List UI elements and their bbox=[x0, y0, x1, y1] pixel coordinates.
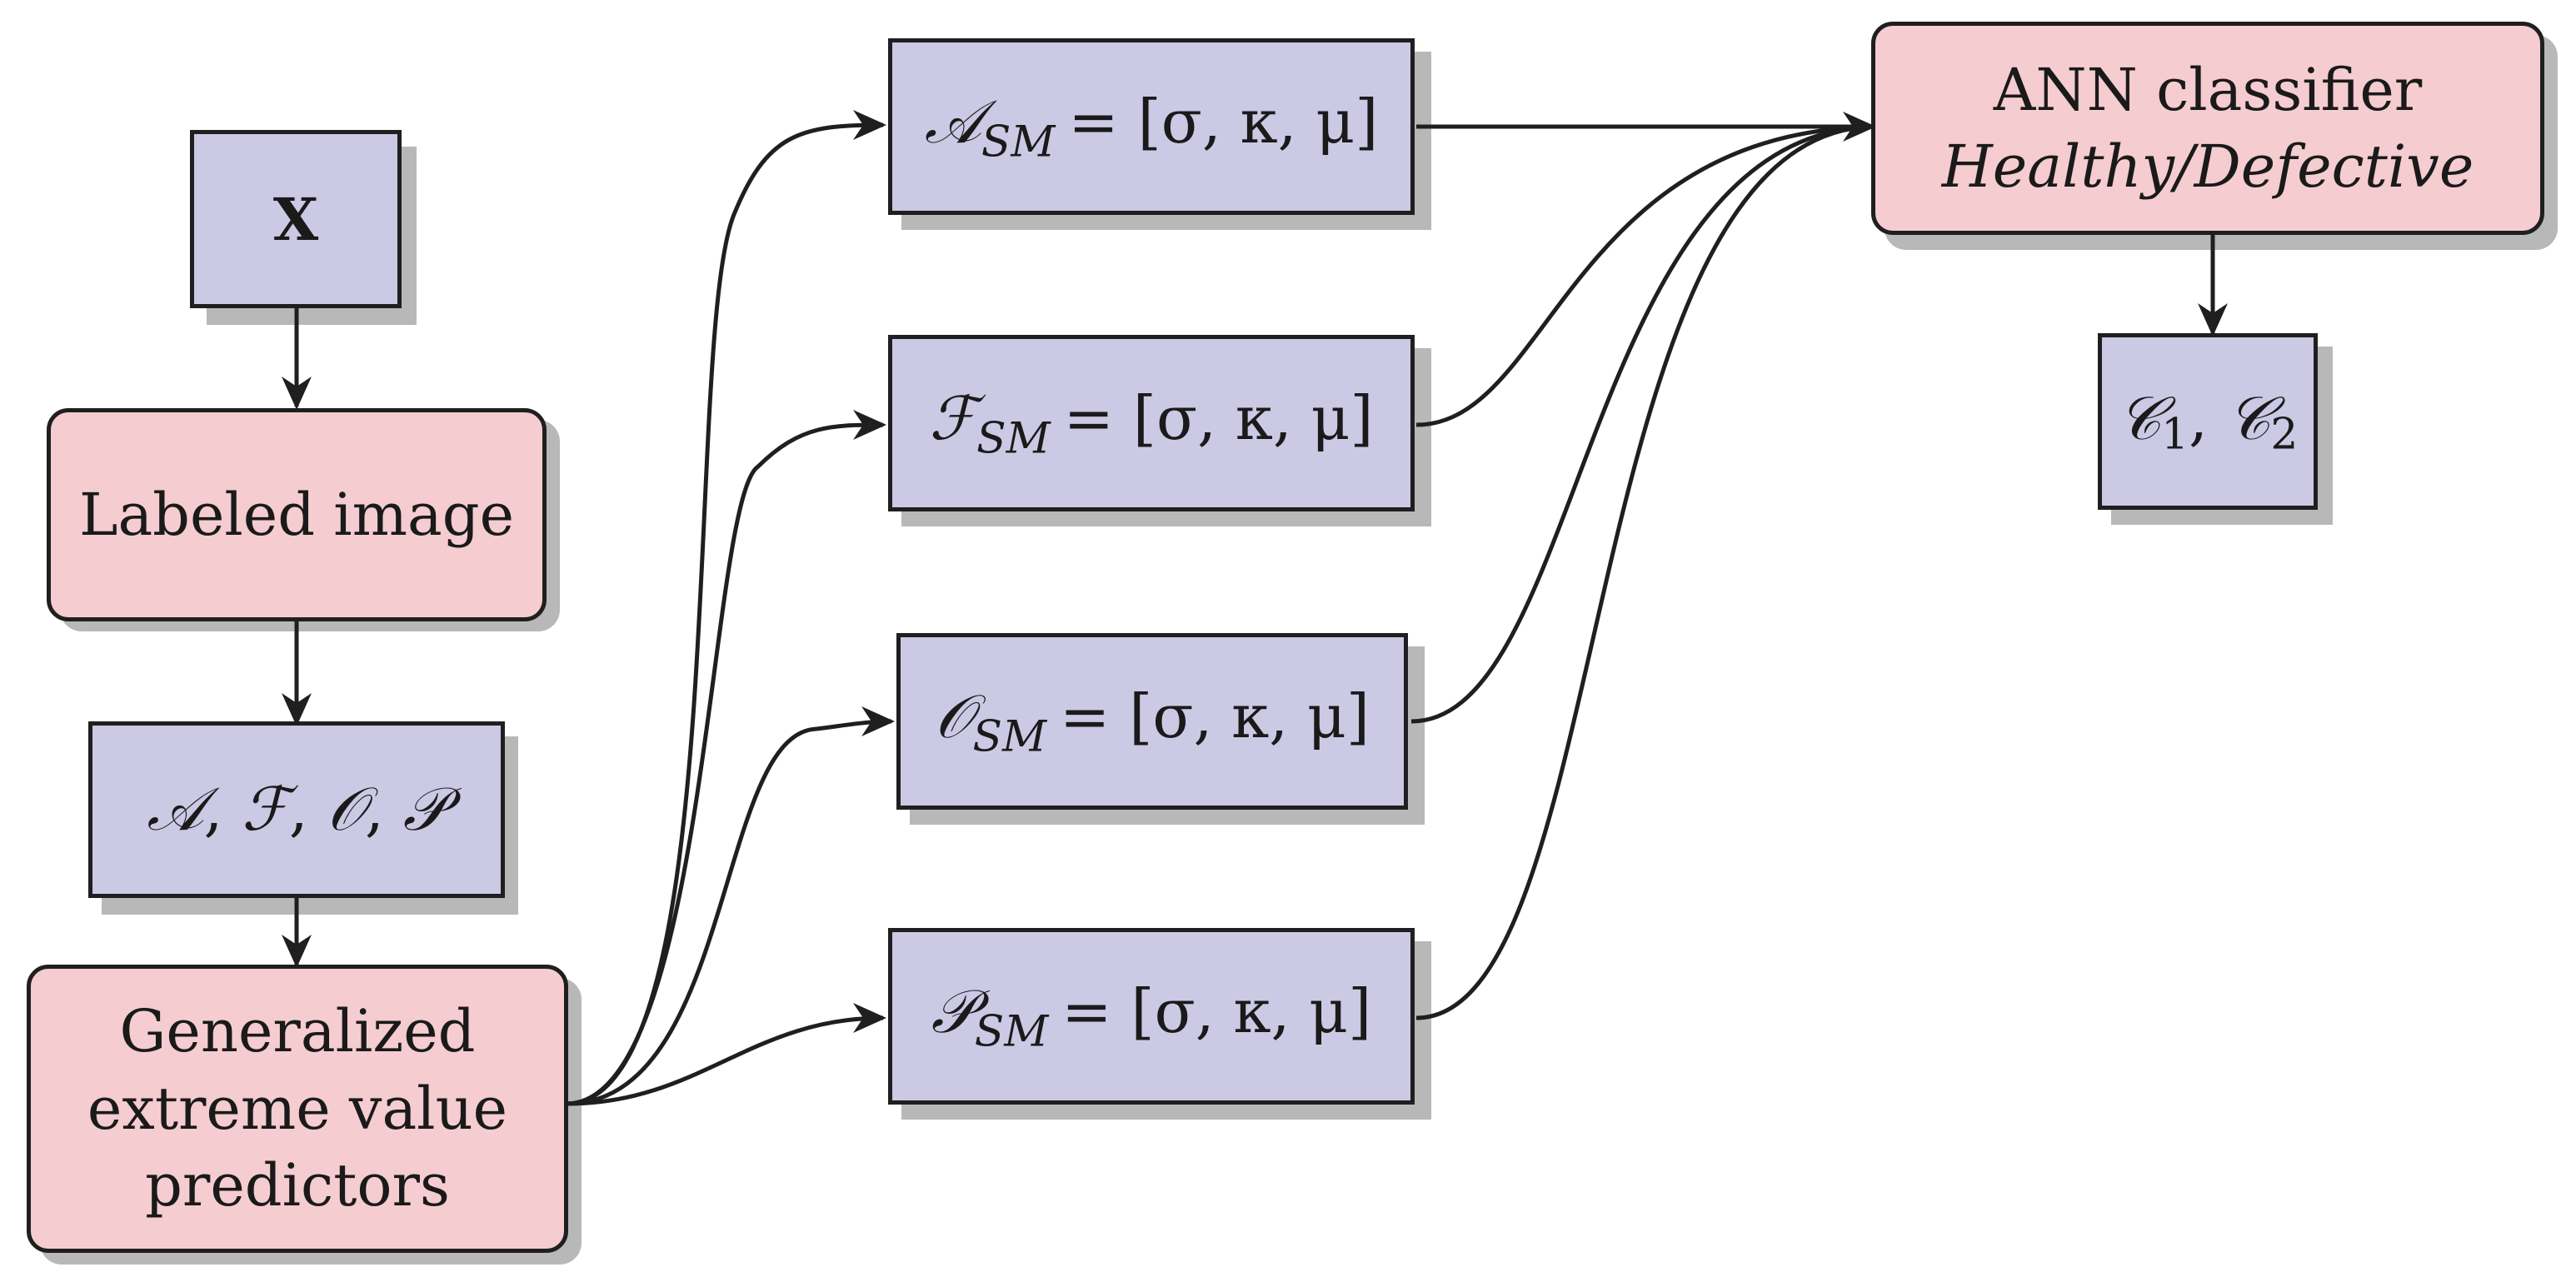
classes-sep: , bbox=[2189, 383, 2227, 454]
p-sm-rhs: = [σ, κ, μ] bbox=[1061, 975, 1372, 1046]
ann-node: ANN classifier Healthy/Defective bbox=[1871, 22, 2544, 235]
ann-label: ANN classifier Healthy/Defective bbox=[1942, 52, 2474, 206]
p-sm-equation: 𝒫SM= [σ, κ, μ] bbox=[931, 976, 1371, 1057]
class-1-symbol: 𝒞 bbox=[2117, 383, 2162, 454]
f-sm-equation: ℱSM= [σ, κ, μ] bbox=[929, 383, 1373, 464]
edge-o-sm-to-ann bbox=[1410, 124, 1874, 724]
a-sm-rhs: = [σ, κ, μ] bbox=[1068, 86, 1379, 157]
a-sm-subscript: SM bbox=[981, 117, 1056, 167]
feature-f-symbol: ℱ bbox=[242, 774, 289, 844]
gev-line-1: Generalized bbox=[119, 997, 476, 1066]
feature-set-label: 𝒜, ℱ, 𝒪, 𝒫 bbox=[147, 774, 446, 846]
f-sm-node: ℱSM= [σ, κ, μ] bbox=[888, 335, 1415, 511]
edge-gev-to-p-sm bbox=[566, 1003, 886, 1106]
o-sm-rhs: = [σ, κ, μ] bbox=[1060, 681, 1370, 751]
f-sm-rhs: = [σ, κ, μ] bbox=[1063, 382, 1374, 453]
x-label: X bbox=[272, 184, 319, 254]
feature-p-symbol: 𝒫 bbox=[402, 774, 447, 844]
gev-node: Generalized extreme value predictors bbox=[27, 965, 568, 1253]
edge-gev-to-f-sm bbox=[566, 410, 886, 1106]
class-2-index: 2 bbox=[2270, 409, 2299, 460]
gev-label: Generalized extreme value predictors bbox=[87, 993, 507, 1224]
f-sm-subscript: SM bbox=[976, 413, 1051, 464]
feature-sep-3: , bbox=[364, 774, 384, 844]
feature-a-symbol: 𝒜 bbox=[147, 774, 204, 844]
feature-sep-1: , bbox=[203, 774, 223, 844]
feature-set-node: 𝒜, ℱ, 𝒪, 𝒫 bbox=[88, 721, 505, 898]
f-sm-symbol: ℱ bbox=[929, 382, 977, 453]
feature-o-symbol: 𝒪 bbox=[327, 774, 365, 844]
a-sm-equation: 𝒜SM= [σ, κ, μ] bbox=[925, 87, 1379, 167]
labeled-image-label: Labeled image bbox=[78, 480, 515, 549]
ann-title: ANN classifier bbox=[1993, 55, 2423, 124]
edge-f-sm-to-ann bbox=[1415, 124, 1874, 427]
p-sm-subscript: SM bbox=[974, 1006, 1049, 1057]
p-sm-node: 𝒫SM= [σ, κ, μ] bbox=[888, 928, 1415, 1105]
edge-p-sm-to-ann bbox=[1415, 124, 1874, 1020]
edge-gev-to-a-sm bbox=[566, 110, 886, 1106]
p-sm-symbol: 𝒫 bbox=[931, 975, 975, 1046]
x-node: X bbox=[190, 130, 402, 308]
gev-line-3: predictors bbox=[145, 1151, 450, 1220]
classes-node: 𝒞1, 𝒞2 bbox=[2098, 333, 2318, 510]
gev-line-2: extreme value bbox=[87, 1074, 508, 1143]
class-1-index: 1 bbox=[2161, 409, 2189, 460]
o-sm-subscript: SM bbox=[972, 711, 1047, 762]
o-sm-node: 𝒪SM = [σ, κ, μ] bbox=[896, 633, 1408, 810]
labeled-image-node: Labeled image bbox=[47, 408, 547, 621]
class-2-symbol: 𝒞 bbox=[2226, 383, 2271, 454]
o-sm-equation: 𝒪SM = [σ, κ, μ] bbox=[935, 681, 1370, 762]
feature-sep-2: , bbox=[288, 774, 308, 844]
ann-subtitle: Healthy/Defective bbox=[1941, 132, 2474, 201]
classes-label: 𝒞1, 𝒞2 bbox=[2118, 383, 2299, 459]
a-sm-symbol: 𝒜 bbox=[924, 86, 981, 157]
edge-gev-to-o-sm bbox=[566, 706, 895, 1106]
o-sm-symbol: 𝒪 bbox=[935, 681, 973, 751]
a-sm-node: 𝒜SM= [σ, κ, μ] bbox=[888, 38, 1415, 215]
